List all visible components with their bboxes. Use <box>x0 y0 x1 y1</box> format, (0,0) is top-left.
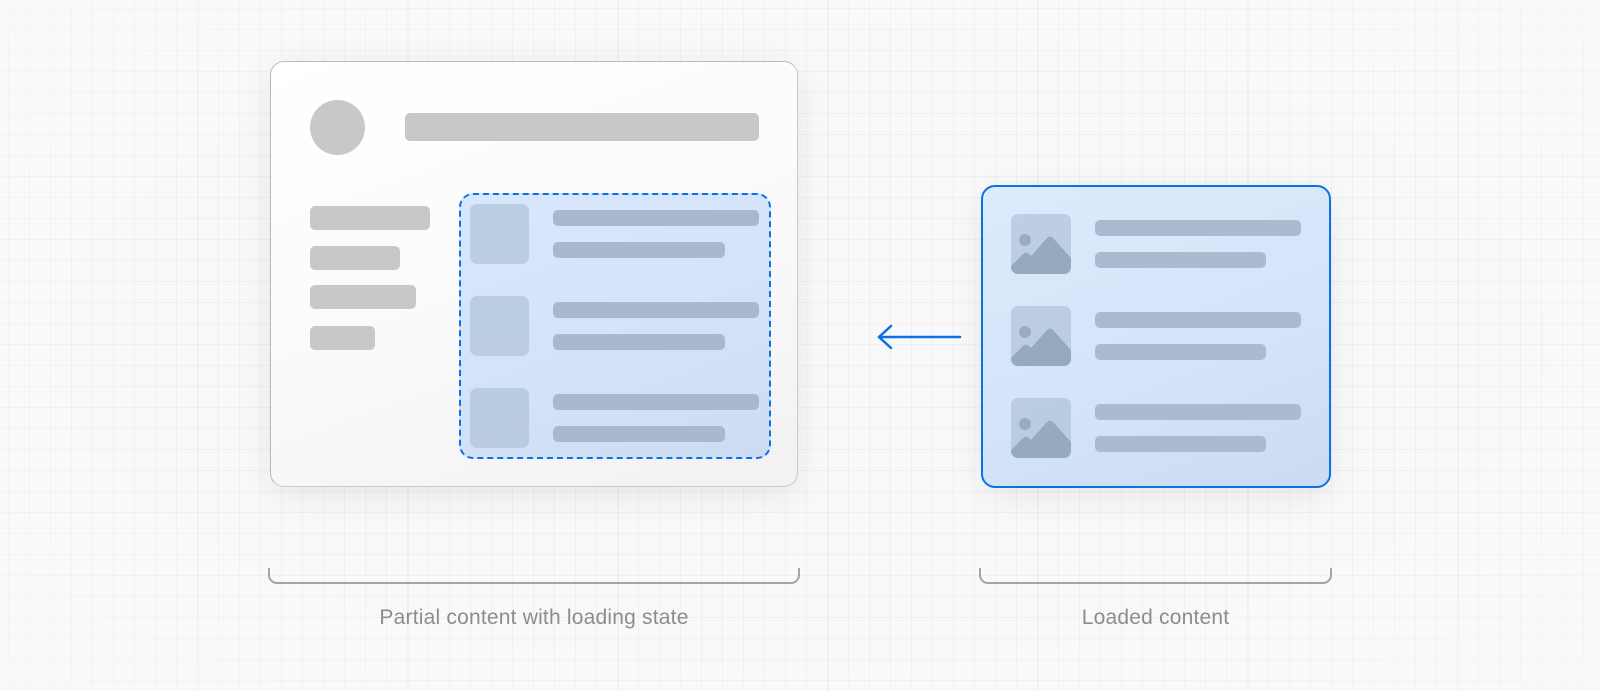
text-skeleton-short <box>553 334 725 350</box>
right-caption: Loaded content <box>1081 606 1230 629</box>
text-line-long <box>1095 312 1301 328</box>
image-icon <box>1011 398 1071 458</box>
thumbnail-skeleton <box>470 388 529 448</box>
image-icon <box>1011 306 1071 366</box>
arrow-left-icon <box>877 324 962 350</box>
text-skeleton-short <box>553 426 725 442</box>
sidebar-skeleton-line <box>310 285 416 309</box>
loading-region-dashed <box>459 193 771 459</box>
grid-major-line <box>828 0 829 691</box>
sidebar-skeleton-line <box>310 246 400 270</box>
thumbnail-skeleton <box>470 204 529 264</box>
image-icon <box>1011 214 1071 274</box>
loaded-row <box>1011 214 1305 276</box>
text-line-long <box>1095 404 1301 420</box>
loaded-row <box>1011 398 1305 460</box>
loaded-row <box>1011 306 1305 368</box>
right-bracket <box>979 568 1332 584</box>
loading-row <box>470 388 760 450</box>
sidebar-skeleton-line <box>310 326 375 350</box>
grid-major-line <box>198 0 199 691</box>
text-skeleton-long <box>553 210 759 226</box>
text-line-long <box>1095 220 1301 236</box>
thumbnail-skeleton <box>470 296 529 356</box>
partial-content-panel <box>270 61 798 487</box>
loading-row <box>470 296 760 358</box>
loaded-content-panel <box>981 185 1331 488</box>
text-skeleton-long <box>553 394 759 410</box>
text-skeleton-long <box>553 302 759 318</box>
sidebar-skeleton-line <box>310 206 430 230</box>
loading-row <box>470 204 760 266</box>
text-line-short <box>1095 436 1266 452</box>
left-caption: Partial content with loading state <box>379 606 689 629</box>
grid-major-line <box>1458 0 1459 691</box>
text-line-short <box>1095 344 1266 360</box>
text-line-short <box>1095 252 1266 268</box>
title-skeleton <box>405 113 759 141</box>
avatar-skeleton <box>310 100 365 155</box>
text-skeleton-short <box>553 242 725 258</box>
left-bracket <box>268 568 800 584</box>
